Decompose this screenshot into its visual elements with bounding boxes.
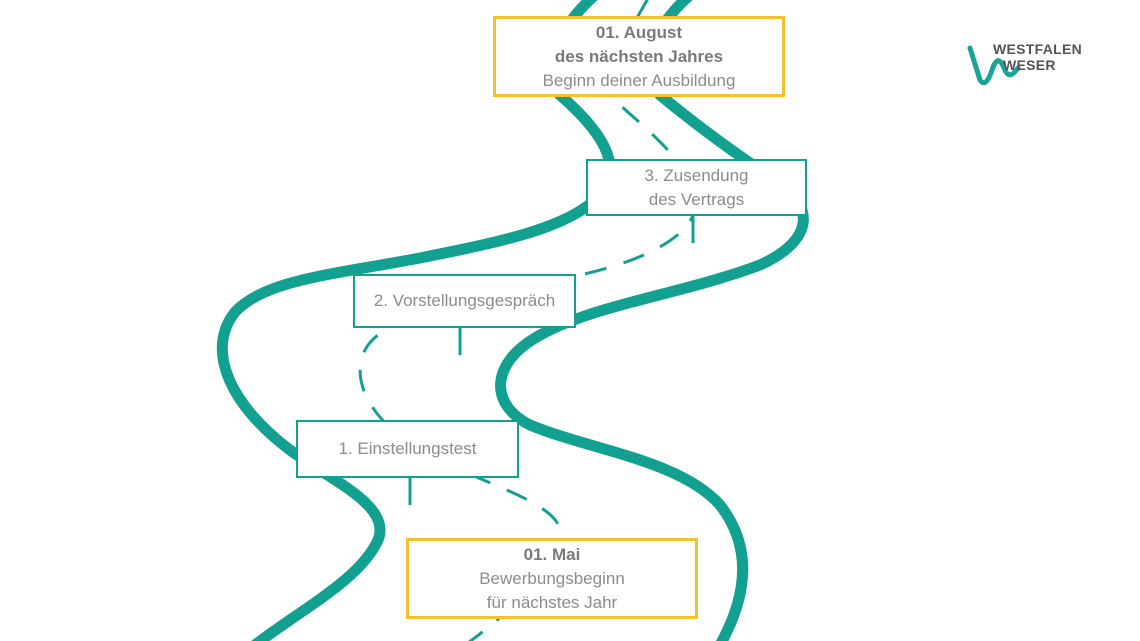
- step-2-label: 2. Vorstellungsgespräch: [373, 291, 556, 310]
- milestone-end: 01. August des nächsten Jahres Beginn de…: [493, 16, 785, 97]
- step-3-contract: 3. Zusendung des Vertrags: [586, 159, 807, 216]
- road-right-edge: [495, 0, 809, 641]
- milestone-end-subtitle: des nächsten Jahres: [554, 46, 724, 66]
- logo-line1: WESTFALEN: [993, 41, 1083, 57]
- road-left-edge: [216, 0, 616, 641]
- milestone-end-description: Beginn deiner Ausbildung: [542, 70, 736, 90]
- milestone-start-title: 01. Mai: [523, 544, 581, 564]
- step-3-line1: 3. Zusendung: [644, 165, 749, 185]
- logo-text: WESTFALEN WESER: [993, 41, 1082, 73]
- step-1-label: 1. Einstellungstest: [338, 439, 477, 458]
- milestone-start: 01. Mai Bewerbungsbeginn für nächstes Ja…: [406, 538, 698, 619]
- step-2-interview: 2. Vorstellungsgespräch: [353, 274, 576, 328]
- step-1-test: 1. Einstellungstest: [296, 420, 519, 478]
- logo-line2: WESER: [1003, 57, 1056, 73]
- westfalen-weser-logo-icon: [967, 45, 1021, 86]
- milestone-start-line3: für nächstes Jahr: [486, 592, 618, 612]
- step-3-line2: des Vertrags: [648, 189, 745, 209]
- milestone-end-title: 01. August: [595, 22, 683, 42]
- milestone-start-line2: Bewerbungsbeginn: [479, 568, 625, 588]
